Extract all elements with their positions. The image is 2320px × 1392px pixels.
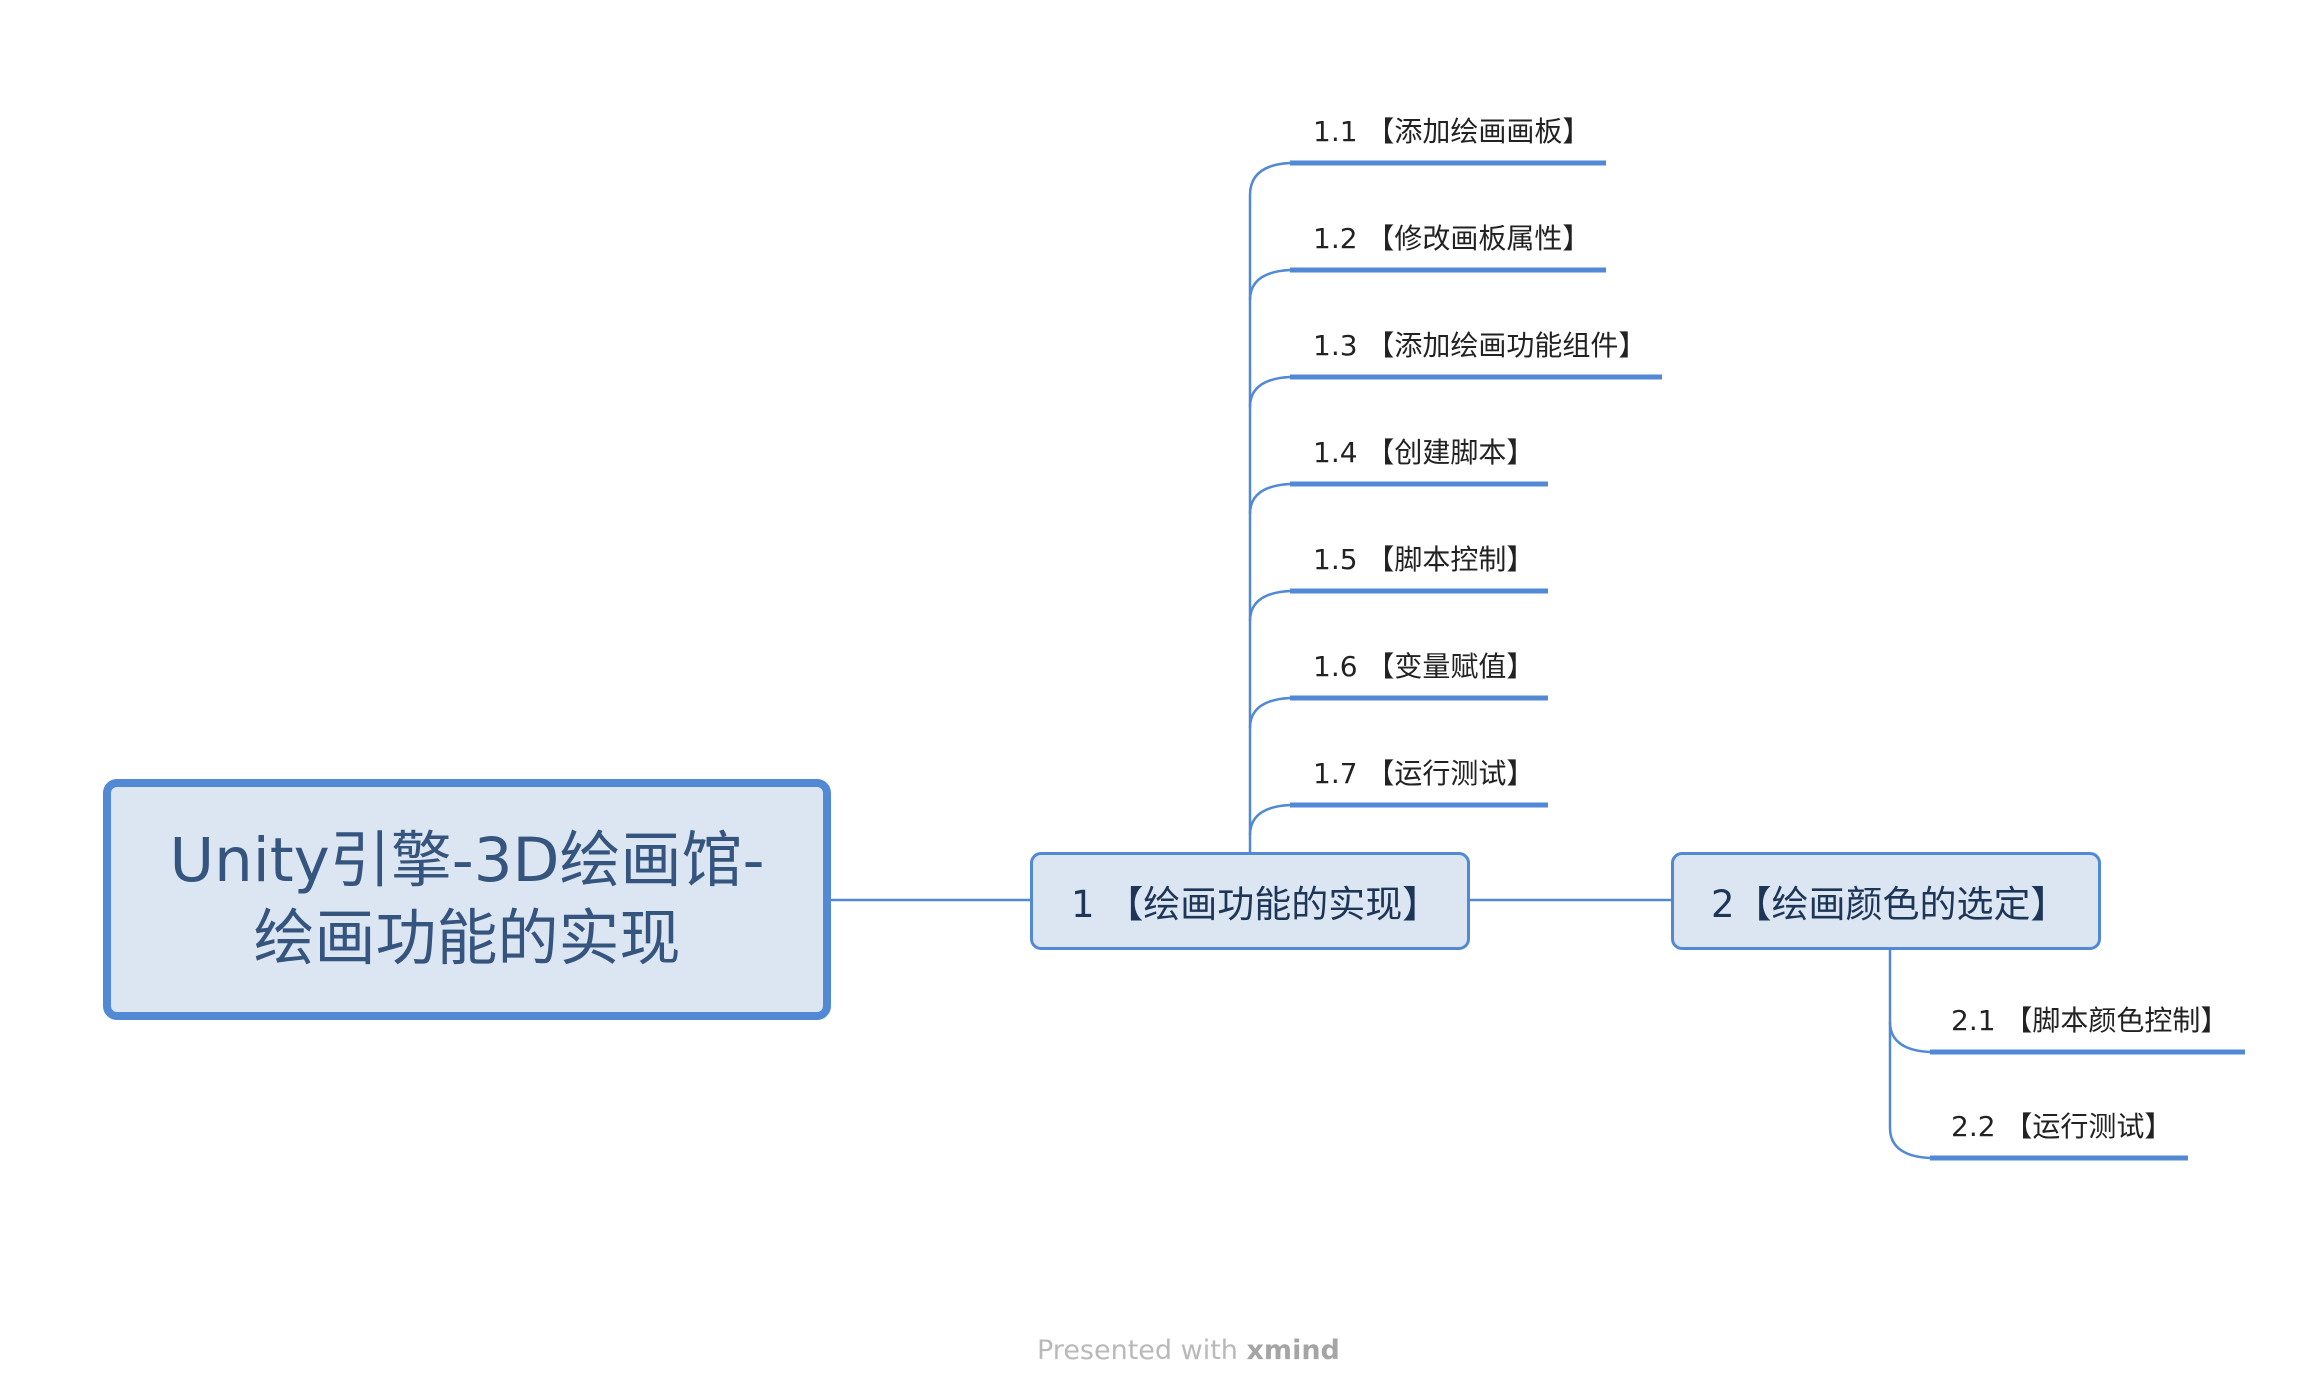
subtopic-1-5[interactable]: 1.5 【脚本控制】 bbox=[1313, 540, 1534, 580]
connector-1-7 bbox=[1248, 803, 1291, 836]
subtopic-label: 1.5 【脚本控制】 bbox=[1313, 543, 1535, 576]
subtopic-2-2[interactable]: 2.2 【运行测试】 bbox=[1951, 1107, 2172, 1147]
root-topic-line-1: Unity引擎-3D绘画馆- bbox=[169, 824, 765, 896]
branch-topic-1[interactable]: 1 【绘画功能的实现】 bbox=[1030, 852, 1470, 950]
subtopic-label: 1.4 【创建脚本】 bbox=[1313, 436, 1535, 469]
branch-topic-label: 2【绘画颜色的选定】 bbox=[1711, 883, 2068, 926]
subtopic-1-1[interactable]: 1.1 【添加绘画画板】 bbox=[1313, 112, 1590, 152]
subtopic-1-7[interactable]: 1.7 【运行测试】 bbox=[1313, 754, 1534, 794]
connector-branch-2-trunk bbox=[1888, 950, 1931, 1160]
xmind-logo: xmind bbox=[1246, 1335, 1340, 1366]
footer-text: Presented with bbox=[1037, 1335, 1238, 1366]
subtopic-1-3[interactable]: 1.3 【添加绘画功能组件】 bbox=[1313, 326, 1646, 366]
branch-topic-2[interactable]: 2【绘画颜色的选定】 bbox=[1671, 852, 2101, 950]
connector-2-1 bbox=[1888, 1021, 1931, 1054]
branch-topic-label: 1 【绘画功能的实现】 bbox=[1071, 883, 1440, 926]
connector-1-6 bbox=[1248, 696, 1291, 729]
subtopic-label: 1.2 【修改画板属性】 bbox=[1313, 222, 1591, 255]
connector-branch-1-trunk bbox=[1248, 161, 1291, 852]
subtopic-label: 2.1 【脚本颜色控制】 bbox=[1951, 1004, 2229, 1037]
subtopic-1-2[interactable]: 1.2 【修改画板属性】 bbox=[1313, 219, 1590, 259]
subtopic-label: 1.3 【添加绘画功能组件】 bbox=[1313, 329, 1647, 362]
connector-1-5 bbox=[1248, 589, 1291, 622]
subtopic-label: 1.7 【运行测试】 bbox=[1313, 757, 1535, 790]
connector-1-4 bbox=[1248, 482, 1291, 515]
subtopic-label: 2.2 【运行测试】 bbox=[1951, 1110, 2173, 1143]
subtopic-2-1[interactable]: 2.1 【脚本颜色控制】 bbox=[1951, 1001, 2228, 1041]
subtopic-label: 1.6 【变量赋值】 bbox=[1313, 650, 1535, 683]
root-topic[interactable]: Unity引擎-3D绘画馆- 绘画功能的实现 bbox=[103, 779, 831, 1020]
subtopic-1-4[interactable]: 1.4 【创建脚本】 bbox=[1313, 433, 1534, 473]
root-topic-line-2: 绘画功能的实现 bbox=[253, 902, 681, 974]
connector-1-3 bbox=[1248, 375, 1291, 408]
presented-with-footer: Presented with xmind bbox=[1037, 1335, 1340, 1366]
connector-1-2 bbox=[1248, 268, 1291, 301]
subtopic-label: 1.1 【添加绘画画板】 bbox=[1313, 115, 1591, 148]
subtopic-1-6[interactable]: 1.6 【变量赋值】 bbox=[1313, 647, 1534, 687]
